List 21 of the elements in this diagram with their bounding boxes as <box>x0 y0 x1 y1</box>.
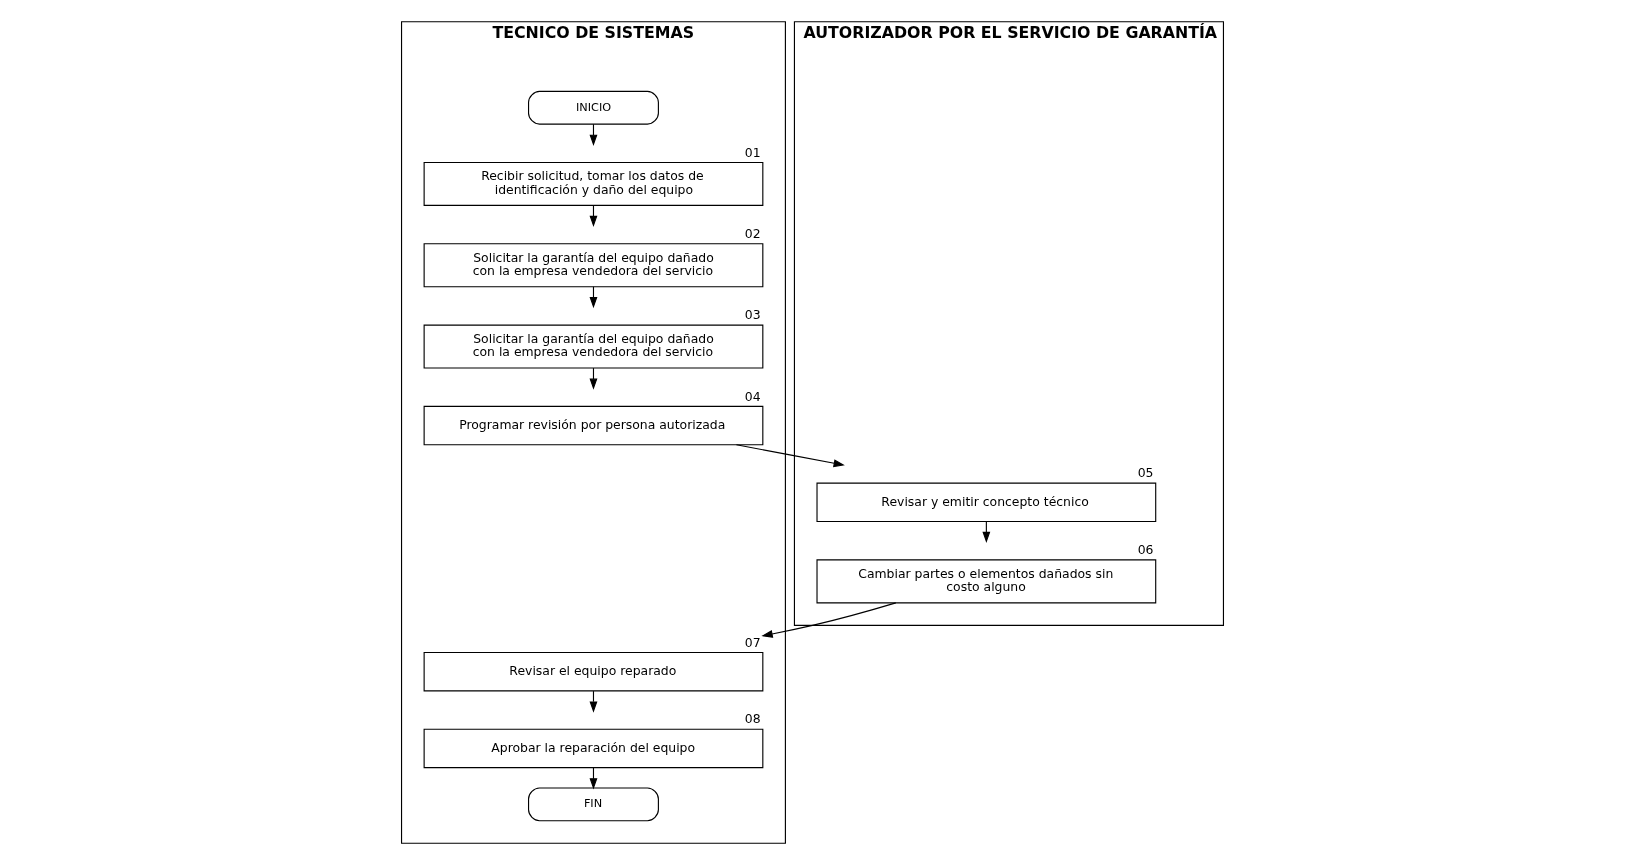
node-box: INICIO <box>528 90 659 125</box>
node-label: 07 <box>744 634 761 650</box>
node-box: Programar revisión por persona autorizada <box>423 405 764 446</box>
node-label: 02 <box>744 225 761 241</box>
node-label: 03 <box>744 307 761 323</box>
node-box: Recibir solicitud, tomar los datos de identificación y daño del equipo <box>423 161 764 206</box>
arrow <box>735 444 845 468</box>
node-box: Cambiar partes o elementos dañados sin costo alguno <box>816 559 1157 604</box>
node-label: 04 <box>744 388 761 404</box>
node-label: 01 <box>744 144 761 160</box>
node-box: Revisar el equipo reparado <box>423 651 764 692</box>
node-box: Aprobar la reparación del equipo <box>423 728 764 769</box>
node-box: Solicitar la garantía del equipo dañado con la empresa vendedora del servicio <box>423 324 764 369</box>
node-box: Revisar y emitir concepto técnico <box>816 482 1157 523</box>
node-label: 06 <box>1137 542 1154 558</box>
arrow <box>589 204 598 228</box>
node-label: 08 <box>744 711 761 727</box>
node-box: FIN <box>528 787 659 822</box>
node-box: Solicitar la garantía del equipo dañado con la empresa vendedora del servicio <box>423 243 764 288</box>
node-label: 05 <box>1137 465 1154 481</box>
arrow <box>589 123 598 146</box>
